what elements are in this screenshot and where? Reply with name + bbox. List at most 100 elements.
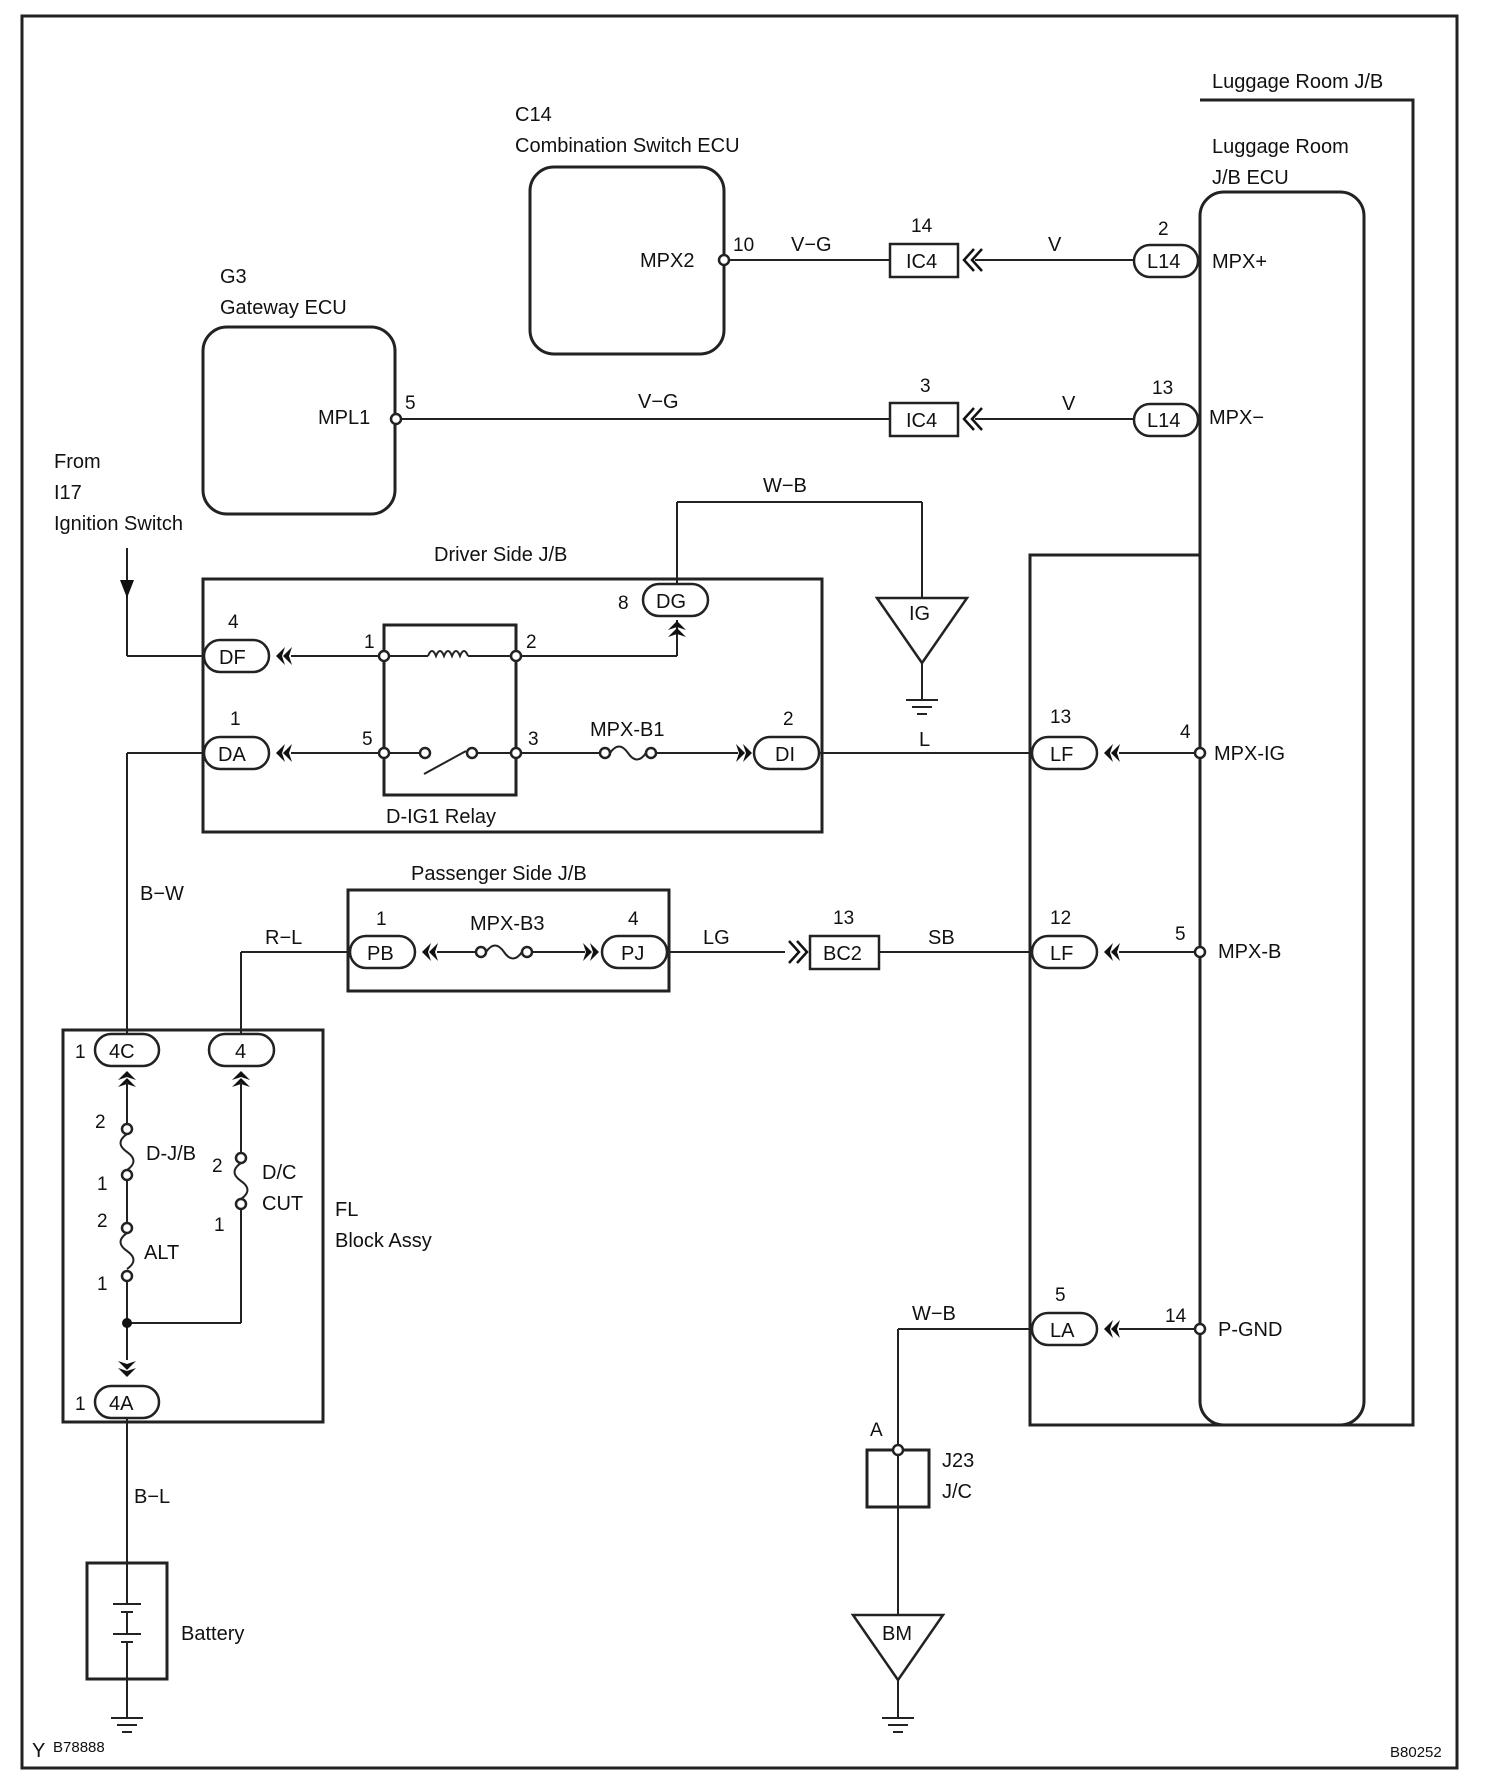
wire-vg-mid-label: V−G <box>638 391 679 413</box>
relay-contact-a <box>418 746 432 760</box>
fuse-dc-icon <box>233 1162 249 1200</box>
connector-4 <box>207 1032 276 1068</box>
fuse-alt-top <box>120 1221 134 1235</box>
relay-pin2: 2 <box>526 632 537 653</box>
mpl1-terminal: MPL1 <box>318 407 370 429</box>
driver-jb-title: Driver Side J/B <box>434 544 567 566</box>
mpx-ig-pin: 4 <box>1180 722 1191 743</box>
fuse-mpx-b1-l <box>598 746 612 760</box>
relay-contact-b <box>465 746 479 760</box>
relay-pin2-dot <box>509 649 523 663</box>
connector-dg-pin: 8 <box>618 593 629 614</box>
mpx-ig-terminal: MPX-IG <box>1214 743 1285 765</box>
connector-4c-label: 4C <box>109 1041 135 1063</box>
relay-pin5-dot <box>377 746 391 760</box>
connector-4-label: 4 <box>235 1041 246 1063</box>
g3-name: Gateway ECU <box>220 297 347 319</box>
fuse-djb-label: D-J/B <box>146 1143 196 1165</box>
connector-4a-pin: 1 <box>75 1394 86 1415</box>
fuse-alt-bot <box>120 1269 134 1283</box>
fuse-dc-bot <box>234 1197 248 1211</box>
battery-label: Battery <box>181 1623 244 1645</box>
connector-lf-top <box>1030 735 1099 771</box>
connector-l14-top-label: L14 <box>1147 251 1180 273</box>
ground-bm-triangle <box>850 1613 946 1683</box>
connector-df-label: DF <box>219 647 246 669</box>
fuse-mpx-b3-r <box>520 945 534 959</box>
footer-letter: Y <box>32 1740 45 1762</box>
mpx-ig-pin-dot <box>1193 746 1207 760</box>
passenger-jb-title: Passenger Side J/B <box>411 863 587 885</box>
connector-pb-label: PB <box>367 943 394 965</box>
connector-l14-mid <box>1132 402 1200 438</box>
mpx-minus-terminal: MPX− <box>1209 407 1264 429</box>
connector-ic4-mid-label: IC4 <box>906 410 937 432</box>
c14-name: Combination Switch ECU <box>515 135 740 157</box>
j23-name: J/C <box>942 1481 972 1503</box>
p-gnd-terminal: P-GND <box>1218 1319 1282 1341</box>
luggage-jb-ecu <box>1198 190 1366 1427</box>
wire-bw-label: B−W <box>140 883 184 905</box>
fuse-dc-top <box>234 1151 248 1165</box>
fuse-mpx-b3-icon <box>485 944 523 960</box>
connector-bc2-label: BC2 <box>823 943 862 965</box>
p-gnd-pin: 14 <box>1165 1306 1187 1327</box>
ignition-from: From <box>54 451 101 473</box>
j23-pin: A <box>870 1420 883 1441</box>
wire-v-mid-label: V <box>1062 393 1076 415</box>
ground-ig-triangle <box>874 596 970 666</box>
wire-lg-label: LG <box>703 927 730 949</box>
g3-code: G3 <box>220 266 247 288</box>
connector-dg-label: DG <box>656 591 686 613</box>
fuse-mpx-b1-icon <box>609 745 647 761</box>
j23-pin-dot <box>891 1443 905 1457</box>
connector-pj-pin: 4 <box>628 909 639 930</box>
connector-ic4-mid <box>888 401 960 438</box>
wire-vg-top-label: V−G <box>791 234 832 256</box>
ignition-arrow-icon <box>120 580 134 598</box>
connector-la-pin: 5 <box>1055 1285 1066 1306</box>
fuse-mpx-b3-label: MPX-B3 <box>470 913 544 935</box>
connector-da-label: DA <box>218 744 246 766</box>
connector-di-pin: 2 <box>783 709 794 730</box>
connector-l14-mid-label: L14 <box>1147 410 1180 432</box>
mpx2-pin-dot <box>717 253 731 267</box>
wire-rl-label: R−L <box>265 927 302 949</box>
connector-pj-label: PJ <box>621 943 644 965</box>
mpx-b-pin-dot <box>1193 945 1207 959</box>
fl-block-assy <box>61 1028 325 1424</box>
fl-block-label2: Block Assy <box>335 1230 432 1252</box>
mpl1-pin-dot <box>389 412 403 426</box>
connector-da-pin: 1 <box>230 709 241 730</box>
wire-l-label: L <box>919 729 930 751</box>
wire-sb-label: SB <box>928 927 955 949</box>
fuse-djb-icon <box>119 1133 135 1171</box>
connector-di-label: DI <box>775 744 795 766</box>
connector-dg <box>641 582 710 618</box>
footer-right-code: B80252 <box>1390 1744 1442 1761</box>
ground-bm-label: BM <box>882 1623 912 1645</box>
relay-pin3: 3 <box>528 729 539 750</box>
footer-left-code: B78888 <box>53 1739 105 1756</box>
connector-pj <box>600 934 669 970</box>
luggage-jb-title: Luggage Room J/B <box>1212 71 1383 93</box>
fuse-djb-bot <box>120 1168 134 1182</box>
relay-coil-icon <box>427 650 469 659</box>
mpx-b-terminal: MPX-B <box>1218 941 1281 963</box>
connector-l14-top <box>1132 243 1200 279</box>
fuse-alt-icon <box>119 1232 135 1270</box>
connector-ic4-mid-pin: 3 <box>920 376 931 397</box>
fuse-alt-pin-top: 2 <box>97 1211 108 1232</box>
wire-bl-label: B−L <box>134 1486 170 1508</box>
relay-pin1: 1 <box>364 632 375 653</box>
connector-lf-mid-pin: 12 <box>1050 908 1071 929</box>
fuse-mpx-b1-r <box>644 746 658 760</box>
connector-l14-top-pin: 2 <box>1158 219 1169 240</box>
d-ig1-relay <box>382 623 518 797</box>
fl-block-label: FL <box>335 1199 358 1221</box>
fuse-alt-pin-bot: 1 <box>97 1274 108 1295</box>
fuse-dc-pin-top: 2 <box>212 1156 223 1177</box>
mpx-plus-terminal: MPX+ <box>1212 251 1267 273</box>
fuse-djb-pin-bot: 1 <box>97 1174 108 1195</box>
